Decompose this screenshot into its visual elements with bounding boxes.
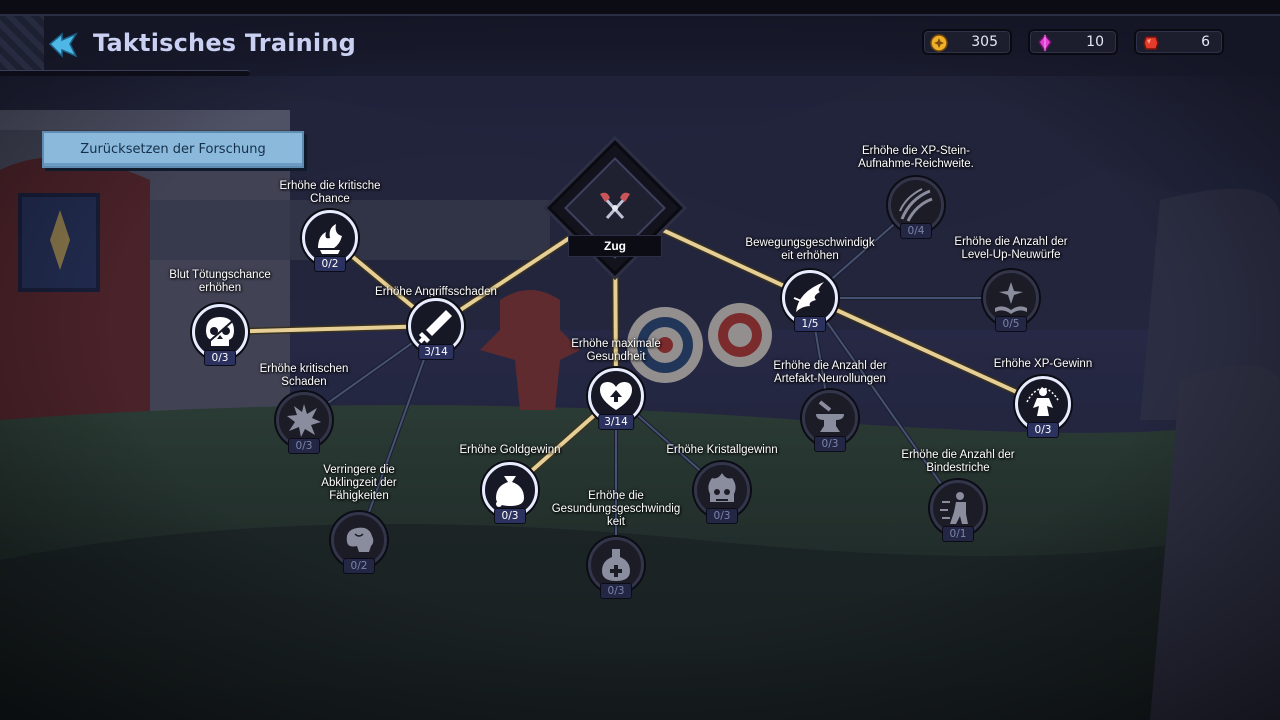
red-gem-icon [1143,36,1159,50]
back-arrow-icon[interactable] [48,30,80,60]
skull-icon [203,317,237,347]
connection-move-speed-dashes [809,297,959,509]
skill-node-attack-damage[interactable]: 3/14 [408,298,464,360]
skill-node-xp-range[interactable]: 0/4 [888,177,944,239]
skill-node-artifact-rerolls[interactable]: 0/3 [802,390,858,452]
skill-count-health-speed: 0/3 [600,583,632,599]
dash-figure-icon [940,492,968,524]
skill-node-max-health[interactable]: 3/14 [588,368,644,430]
compass-book-icon [995,282,1027,314]
skill-count-levelup-rerolls: 0/5 [995,316,1027,332]
title-pattern [0,16,44,70]
gold-coin-icon [930,34,948,52]
explosion-icon [287,404,321,437]
header-underline [0,70,250,76]
skill-count-xp-gain: 0/3 [1027,422,1059,438]
swoosh-icon [899,188,933,222]
skill-count-move-speed: 1/5 [794,316,826,332]
skill-node-xp-gain[interactable]: 0/3 [1015,376,1071,438]
money-bag-icon [496,476,524,507]
skill-node-blood-kill[interactable]: 0/3 [192,304,248,366]
skill-count-cooldown: 0/2 [343,558,375,574]
flame-skull-icon [708,473,736,502]
skill-count-artifact-rerolls: 0/3 [814,436,846,452]
skill-count-crit-chance: 0/2 [314,256,346,272]
sword-icon [418,310,452,344]
anvil-icon [816,400,844,432]
crystal-counter: 10 [1028,29,1118,55]
skill-count-dashes: 0/1 [942,526,974,542]
root-label: Zug [568,235,662,257]
meditating-figure-icon [1026,387,1060,416]
gold-counter: 305 [922,29,1012,55]
skill-node-crit-chance[interactable]: 0/2 [302,210,358,272]
skill-count-gold-gain: 0/3 [494,508,526,524]
skill-node-crit-damage[interactable]: 0/3 [276,392,332,454]
purple-crystal-icon [1038,34,1052,52]
skill-count-blood-kill: 0/3 [204,350,236,366]
skill-count-max-health: 3/14 [598,414,634,430]
skill-count-crystal-gain: 0/3 [706,508,738,524]
skill-node-move-speed[interactable]: 1/5 [782,270,838,332]
page-title: Taktisches Training [93,29,357,57]
connection-move-speed-xp-gain [809,296,1044,406]
skill-node-dashes[interactable]: 0/1 [930,480,986,542]
gem-value: 6 [1201,34,1210,50]
crystal-value: 10 [1086,34,1104,50]
wing-icon [793,282,824,312]
potion-icon [602,549,630,581]
skill-count-crit-damage: 0/3 [288,438,320,454]
skill-count-xp-range: 0/4 [900,223,932,239]
heart-icon [600,382,632,410]
skill-node-levelup-rerolls[interactable]: 0/5 [983,270,1039,332]
connection-attack-damage-cooldown [358,325,437,541]
skill-node-crystal-gain[interactable]: 0/3 [694,462,750,524]
gem-counter: 6 [1134,29,1224,55]
reset-research-button[interactable]: Zurücksetzen der Forschung [42,131,304,168]
connection-attack-damage-blood-kill [219,324,437,334]
flame-hand-icon [318,224,342,254]
skill-node-cooldown[interactable]: 0/2 [331,512,387,574]
crossed-axes-icon [600,192,630,220]
skill-node-gold-gain[interactable]: 0/3 [482,462,538,524]
brain-icon [346,527,374,552]
skill-node-health-speed[interactable]: 0/3 [588,537,644,599]
skill-count-attack-damage: 3/14 [418,344,454,360]
top-bar [0,0,1280,16]
gold-value: 305 [971,34,998,50]
